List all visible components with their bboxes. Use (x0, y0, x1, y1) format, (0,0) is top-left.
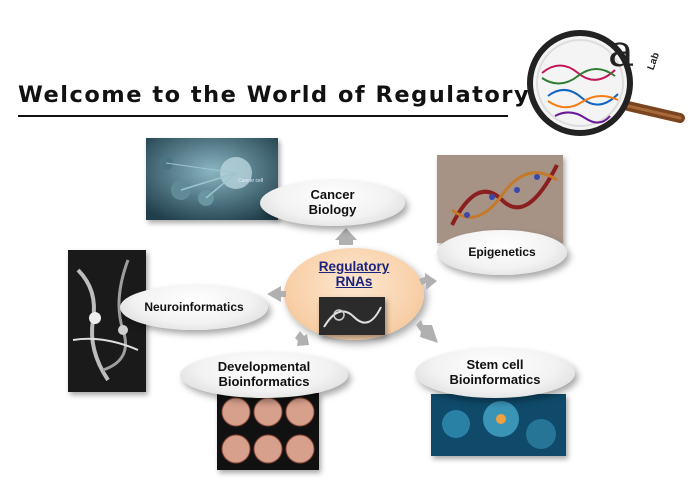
node-developmental-bioinformatics: Developmental Bioinformatics (180, 352, 348, 398)
logo-letter: a (608, 26, 634, 77)
node-stem-cell-bioinformatics: Stem cell Bioinformatics (415, 348, 575, 398)
cancer-cell-image: Cancer cell (146, 138, 278, 220)
node-neuroinformatics: Neuroinformatics (120, 285, 268, 330)
center-image (319, 297, 385, 335)
arrow-to-stemcell (416, 320, 438, 343)
center-label: Regulatory RNAs (318, 259, 390, 289)
page-title: Welcome to the World of Regulatory RNAs (18, 82, 613, 108)
arrow-to-neuro (267, 286, 286, 302)
title-underline (18, 115, 508, 117)
magnifier-logo: a Lab (527, 26, 685, 136)
stem-cell-image (431, 394, 566, 456)
cancer-cell-caption: Cancer cell (238, 178, 264, 184)
embryo-cells-image (217, 393, 319, 470)
arrow-to-cancer (335, 228, 357, 245)
node-cancer-biology: Cancer Biology (260, 180, 405, 226)
arrow-to-epigenetics (419, 273, 437, 290)
neuron-image (68, 250, 146, 392)
dna-helix-image (437, 155, 563, 243)
node-epigenetics: Epigenetics (437, 230, 567, 275)
arrow-to-developmental (295, 331, 309, 346)
